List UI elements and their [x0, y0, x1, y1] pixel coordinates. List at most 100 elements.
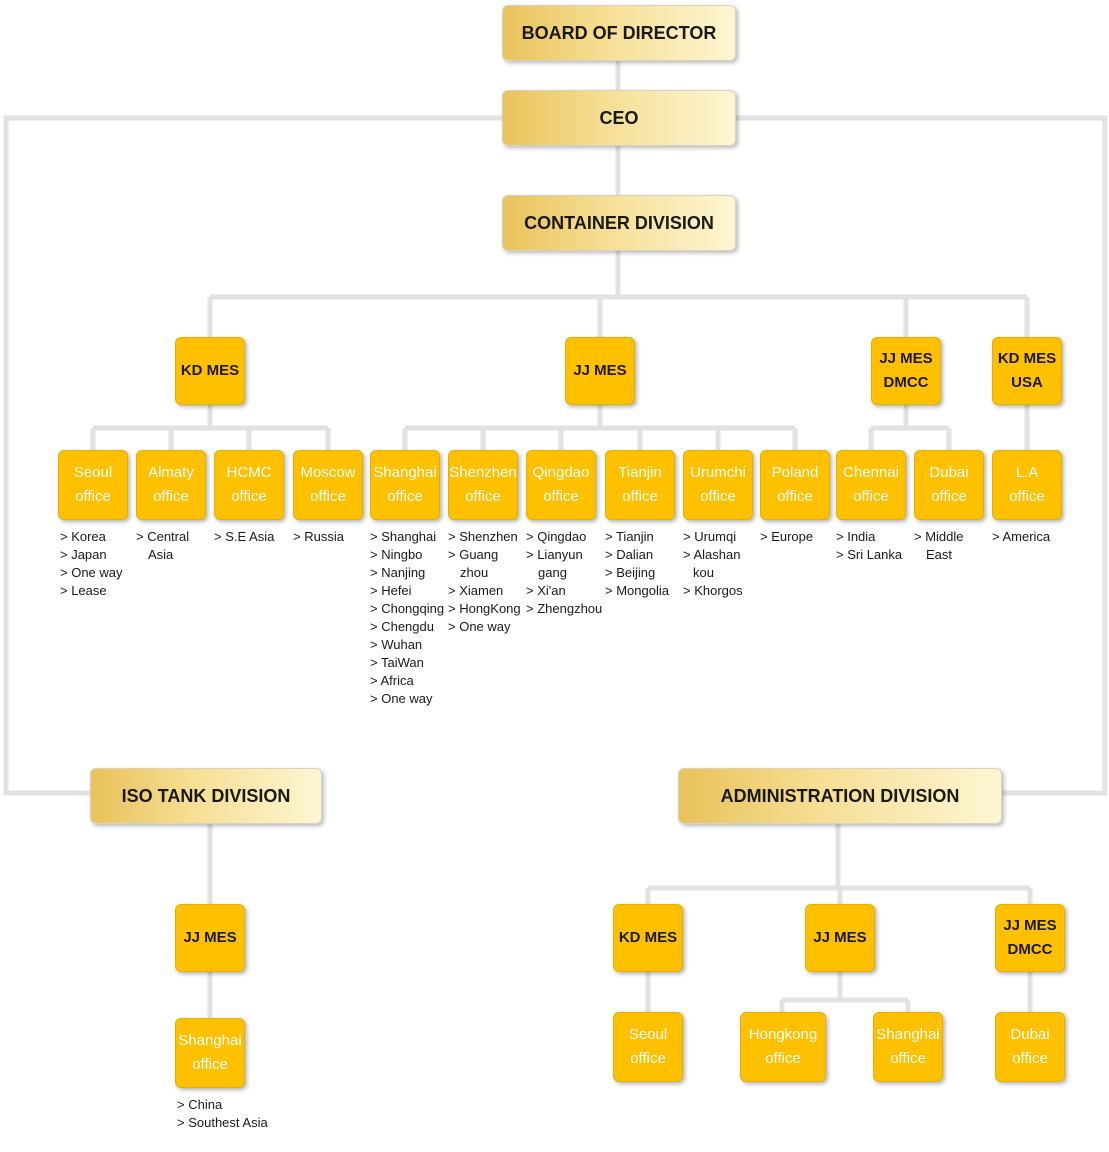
office-name: Urumchi — [690, 464, 746, 481]
regions-chennai: > India > Sri Lanka — [836, 528, 902, 564]
office-name: Shenzhen — [449, 464, 517, 481]
company-name-line1: JJ MES — [879, 350, 933, 367]
office-la: L.A office — [992, 450, 1062, 520]
office-urumchi: Urumchi office — [683, 450, 753, 520]
office-name: Hongkong — [748, 1026, 818, 1043]
company-name: JJ MES — [183, 929, 237, 946]
company-name-line1: KD MES — [997, 350, 1057, 367]
office-suffix: office — [890, 1050, 926, 1067]
region-item: > Nanjing — [370, 565, 426, 580]
company-name-line1: JJ MES — [1003, 917, 1057, 934]
ceo-label: CEO — [599, 108, 639, 128]
region-item: > Russia — [293, 529, 344, 544]
regions-shanghai: > Shanghai > Ningbo > Nanjing > Hefei > … — [370, 528, 444, 708]
office-suffix: office — [1012, 1050, 1048, 1067]
region-item: > Alashan — [683, 547, 741, 562]
board-of-director-label: BOARD OF DIRECTOR — [521, 23, 717, 43]
office-name: Shanghai — [373, 464, 437, 481]
office-suffix: office — [310, 488, 346, 505]
office-moscow: Moscow office — [293, 450, 363, 520]
company-name-line2: USA — [1011, 374, 1043, 391]
region-item: > Xiamen — [448, 583, 504, 598]
office-name: Shanghai — [178, 1032, 242, 1049]
regions-dubai: > Middle East — [914, 528, 964, 564]
region-item: > Mongolia — [605, 583, 669, 598]
company-name: KD MES — [618, 929, 678, 946]
company-jj-mes-dmcc: JJ MES DMCC — [871, 337, 941, 405]
region-item: > Lianyun — [526, 547, 583, 562]
office-suffix: office — [931, 488, 967, 505]
office-suffix: office — [777, 488, 813, 505]
office-name: Qingdao — [532, 464, 590, 481]
region-item: > TaiWan — [370, 655, 424, 670]
office-name: Tianjin — [618, 464, 662, 481]
company-kd-mes-usa: KD MES USA — [992, 337, 1062, 405]
region-item: kou — [693, 565, 714, 580]
iso-company-jj-mes: JJ MES — [175, 904, 245, 972]
company-name: KD MES — [180, 362, 240, 379]
office-suffix: office — [622, 488, 658, 505]
company-kd-mes: KD MES — [175, 337, 245, 405]
region-item: > India — [836, 529, 876, 544]
iso-tank-division-label: ISO TANK DIVISION — [121, 786, 291, 806]
region-item: > Dalian — [605, 547, 654, 562]
region-item: > One way — [370, 691, 433, 706]
office-name: Almaty — [148, 464, 194, 481]
regions-la: > America — [992, 528, 1050, 546]
region-item: > Ningbo — [370, 547, 423, 562]
region-item: > Chongqing — [370, 601, 445, 616]
regions-tianjin: > Tianjin > Dalian > Beijing > Mongolia — [605, 528, 669, 600]
office-seoul: Seoul office — [58, 450, 128, 520]
office-name: HCMC — [226, 464, 272, 481]
office-suffix: office — [1009, 488, 1045, 505]
office-name: L.A — [1015, 464, 1039, 481]
admin-office-shanghai: Shanghai office — [873, 1012, 943, 1082]
office-name: Poland — [771, 464, 819, 481]
region-item: > Central — [136, 529, 190, 544]
office-chennai: Chennai office — [836, 450, 906, 520]
region-item: > Hefei — [370, 583, 412, 598]
office-suffix: office — [153, 488, 189, 505]
office-hcmc: HCMC office — [214, 450, 284, 520]
admin-company-jj-mes: JJ MES — [805, 904, 875, 972]
regions-urumchi: > Urumqi > Alashan kou > Khorgos — [683, 528, 743, 600]
regions-seoul: > Korea > Japan > One way > Lease — [60, 528, 123, 600]
regions-moscow: > Russia — [293, 528, 344, 546]
office-dubai: Dubai office — [914, 450, 984, 520]
regions-hcmc: > S.E Asia — [214, 528, 274, 546]
office-suffix: office — [231, 488, 267, 505]
admin-company-jj-mes-dmcc: JJ MES DMCC — [995, 904, 1065, 972]
office-suffix: office — [192, 1056, 228, 1073]
region-item: > Khorgos — [683, 583, 743, 598]
region-item: > One way — [448, 619, 511, 634]
company-name-line2: DMCC — [1007, 941, 1053, 958]
office-shenzhen: Shenzhen office — [448, 450, 518, 520]
region-item: > Xi'an — [526, 583, 566, 598]
office-name: Dubai — [1010, 1026, 1050, 1043]
office-name: Chennai — [843, 464, 899, 481]
region-item: > One way — [60, 565, 123, 580]
region-item: > Tianjin — [605, 529, 654, 544]
office-suffix: office — [543, 488, 579, 505]
iso-tank-division-box: ISO TANK DIVISION — [90, 768, 322, 824]
region-item: > Urumqi — [683, 529, 737, 544]
administration-division-box: ADMINISTRATION DIVISION — [678, 768, 1002, 824]
company-name: JJ MES — [813, 929, 867, 946]
regions-shenzhen: > Shenzhen > Guang zhou > Xiamen > HongK… — [448, 528, 521, 636]
company-name-line2: DMCC — [883, 374, 929, 391]
office-poland: Poland office — [760, 450, 830, 520]
region-item: > HongKong — [448, 601, 521, 616]
region-item: > Guang — [448, 547, 499, 562]
office-suffix: office — [853, 488, 889, 505]
region-item: > Korea — [60, 529, 106, 544]
office-name: Seoul — [73, 464, 113, 481]
office-almaty: Almaty office — [136, 450, 206, 520]
admin-office-seoul: Seoul office — [613, 1012, 683, 1082]
board-of-director-box: BOARD OF DIRECTOR — [502, 5, 736, 61]
office-suffix: office — [387, 488, 423, 505]
regions-iso-shanghai: > China > Southest Asia — [177, 1096, 268, 1132]
region-item: > Europe — [760, 529, 814, 544]
region-item: > Zhengzhou — [526, 601, 603, 616]
region-item: > S.E Asia — [214, 529, 275, 544]
